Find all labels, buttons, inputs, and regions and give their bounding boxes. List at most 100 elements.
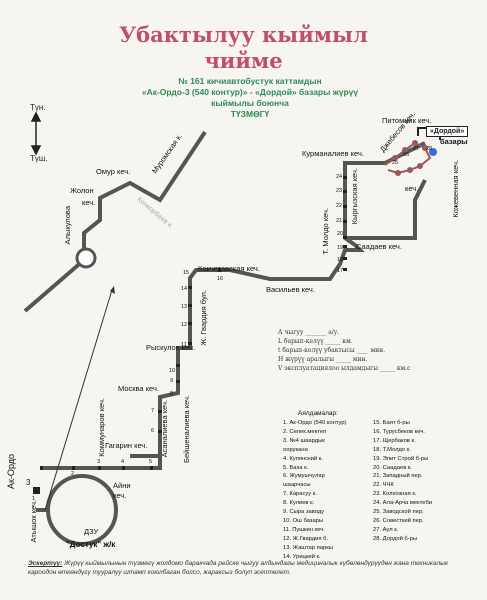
route-subtitle-line: кыймылы боюнча xyxy=(211,98,289,108)
stop-number: 10 xyxy=(169,368,176,374)
stop-list-item: 14. Урицкий к. xyxy=(283,553,321,560)
stop-number: 25 xyxy=(392,160,399,166)
street-aini-suffix: кеч. xyxy=(113,491,127,500)
stop-number: 26 xyxy=(403,152,410,158)
stop-list-item: 4. Купянский к. xyxy=(283,455,323,462)
stop-number: 24 xyxy=(336,174,343,180)
stops-list-title: Аялдамалар: xyxy=(298,410,338,417)
street-aini: Айни xyxy=(113,481,131,490)
akordo-label: Ак-Ордо xyxy=(6,454,16,489)
stop-number: 27 xyxy=(413,146,420,152)
street-atyshok: Атышок кеч. xyxy=(29,500,38,543)
detour-path xyxy=(384,141,432,175)
stop-number: 17 xyxy=(337,268,344,274)
stop-number: 5 xyxy=(149,459,153,465)
stop-number: 2 xyxy=(71,471,75,477)
street-kyrgyzskaya: Кыргызская кеч. xyxy=(350,168,359,225)
stop-list-item: 23. Колхозная к. xyxy=(373,491,417,498)
stop-list-item: 5. Баха к. xyxy=(283,464,309,471)
street-kommunarov: Коммунаров кеч. xyxy=(97,398,106,457)
stop-list-item: 8. Кулиев к. xyxy=(283,500,315,507)
akordo-number: 3 xyxy=(26,478,31,487)
street-jolon: Жолон xyxy=(70,186,94,195)
stop-list-item: 26. Совесткий пер. xyxy=(373,517,424,524)
street-kokchetav: Кокчетавская кеч. xyxy=(198,264,260,273)
map-title-line2: чийме xyxy=(204,48,283,73)
note-text: Жүрүү кыймылынын түзмөгү жолдомо баракча… xyxy=(28,560,449,576)
legend-speed: V эксплуатациялоо ылдамдыгы _____ км.с xyxy=(278,365,411,372)
stop-list-item: 6. Жумушчулар xyxy=(283,473,325,480)
stop-number: 14 xyxy=(181,286,188,292)
dordoi-terminal-icon xyxy=(429,148,437,156)
street-ryskulov: Рыскулов кеч. xyxy=(146,343,196,352)
stop-list-item: 7. Карасуу к. xyxy=(283,491,317,498)
stop-list-item: 11. Пушкин кеч. xyxy=(283,526,325,533)
alykulova-roundabout xyxy=(75,247,97,269)
stop-list-item: 20. Саадаев к. xyxy=(373,464,413,471)
stop-list-item: 10. Ош базары xyxy=(283,517,324,524)
stop-list-item: 27. Аул к. xyxy=(373,526,399,533)
detour-markers xyxy=(392,140,428,176)
street-kev: кеч. xyxy=(405,184,419,193)
stop-number: 19 xyxy=(337,245,344,251)
dostuk-label: "Достук" ж/к xyxy=(66,540,116,549)
stop-list-item: 15. Баят б-ры xyxy=(373,420,410,426)
stop-list-item: 25. Заводской пер. xyxy=(373,509,424,515)
dordoi-bazaar-label: «Дордой» xyxy=(426,126,469,137)
stop-list-item: 22. ЧЧК xyxy=(373,482,394,489)
stop-list-item: шаарчасы xyxy=(283,482,311,489)
stop-number: 11 xyxy=(181,342,187,348)
stop-number: 15 xyxy=(183,270,190,276)
dordoi-bazaar-word: базары xyxy=(440,137,468,146)
stop-number: 6 xyxy=(151,428,155,434)
stop-number: 22 xyxy=(336,203,343,209)
street-jgvardia: Ж. Гвардия бул. xyxy=(199,290,208,346)
stop-markers xyxy=(40,176,347,470)
akordo-ring xyxy=(46,474,118,546)
street-kojevennaya: Кожевенная кеч. xyxy=(451,160,460,218)
stop-number: 13 xyxy=(181,304,188,310)
stop-number: 4 xyxy=(121,459,125,465)
stop-list-item: 1. Ак-Ордо (540 контур) xyxy=(283,420,347,426)
stop-number: 23 xyxy=(336,188,343,194)
map-title-line1: Убактылуу кыймыл xyxy=(119,22,368,47)
note-label: Эскертүү: xyxy=(28,560,63,567)
route-endpoints-line: «Ак-Ордо-3 (540 контур)» - «Дордой» база… xyxy=(141,87,359,97)
stop-number: 16 xyxy=(217,276,224,282)
direction-arrow-line xyxy=(44,289,113,511)
street-kurmanaliev: Курманалиев кеч. xyxy=(302,149,364,158)
legend-time: t барып-келүү убактысы ____ мин. xyxy=(278,347,386,354)
street-jolon-suffix: кеч. xyxy=(82,198,96,207)
stop-number: 1 xyxy=(32,496,36,502)
stop-list-item: 28. Дордой б-ры xyxy=(373,535,418,542)
route-scheme-line: ТҮЗМӨГҮ xyxy=(230,109,270,119)
street-asanalieva: Асаналиева кеч. xyxy=(160,400,169,458)
stop-list-item: оорукана xyxy=(283,446,308,453)
route-line xyxy=(23,130,427,470)
stop-number: 9 xyxy=(170,378,174,384)
stop-list-item: 18. Т.Молдо к. xyxy=(373,446,411,453)
stop-list-item: 3. №4 шаардык xyxy=(283,437,325,444)
street-beishenalieva: Бейшеналиева кеч. xyxy=(182,395,191,463)
footer-note: Эскертүү: Жүрүү кыймылынын түзмөгү жолдо… xyxy=(28,559,468,577)
legend-departure: А чыгуу _______ а/у. xyxy=(278,329,340,336)
stop-list-item: 16. Турусбеков кеч. xyxy=(373,428,425,435)
street-vasilev: Васильев кеч. xyxy=(266,285,315,294)
stop-list-item: 12. Ж.Гвардия б. xyxy=(283,535,329,542)
street-gagarin: Гагарин кеч. xyxy=(105,441,148,450)
street-saadaev: Саадаев кеч. xyxy=(356,242,402,251)
stop-list-item: 17. Щербаков к. xyxy=(373,437,416,444)
stop-list-item: 19. Элит Строй б-ры xyxy=(373,455,429,462)
stop-number: 28 xyxy=(426,146,433,152)
route-number-line: № 161 кичиавтобустук каттамдын xyxy=(178,76,322,86)
street-moskva: Москва кеч. xyxy=(118,384,159,393)
stop-number: 8 xyxy=(170,391,174,397)
street-pitomnik: Питомник кеч. xyxy=(382,116,432,125)
legend-interval: Н жүрүү аралыгы _____ мин. xyxy=(278,356,368,363)
compass-north-label: Түн. xyxy=(30,103,46,112)
stop-number: 3 xyxy=(97,459,101,465)
dzu-label: ДЗУ xyxy=(84,527,99,536)
stop-list-item: 21. Западный пер. xyxy=(373,473,423,480)
